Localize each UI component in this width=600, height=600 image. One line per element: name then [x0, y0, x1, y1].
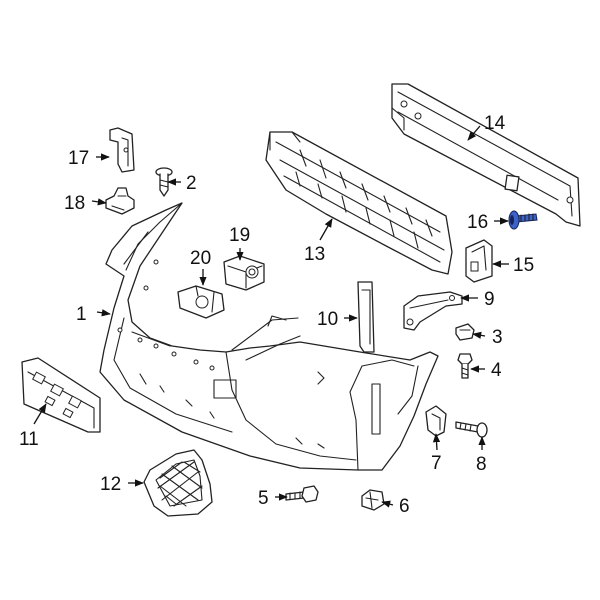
clip-nut-part-6	[361, 489, 385, 511]
upper-bracket-part	[109, 127, 135, 173]
callout-15: 15	[513, 255, 534, 276]
reinforcement-beam-part	[391, 83, 581, 227]
retainer-part-7	[425, 405, 447, 437]
callout-14: 14	[484, 113, 506, 134]
callout-7: 7	[431, 453, 442, 474]
reflector-bar-part	[357, 281, 375, 353]
callout-9: 9	[484, 289, 495, 310]
bumper-cover-part	[99, 202, 439, 471]
callout-3: 3	[492, 327, 503, 348]
license-plate-bracket-part	[21, 357, 101, 433]
bolt-part-5	[285, 485, 319, 503]
callout-17: 17	[68, 148, 89, 169]
screw-part-8	[455, 421, 488, 438]
parking-sensor-part	[223, 255, 265, 291]
callout-13: 13	[304, 244, 325, 265]
small-clip-part	[455, 323, 475, 341]
callout-5: 5	[258, 488, 269, 509]
callout-6: 6	[399, 496, 410, 517]
sensor-bracket-part	[177, 285, 225, 319]
callout-1: 1	[76, 304, 87, 325]
callout-19: 19	[229, 225, 250, 246]
callout-8: 8	[476, 454, 487, 475]
callout-4: 4	[491, 360, 502, 381]
energy-absorber-part	[265, 131, 453, 275]
highlighted-bolt-part	[508, 210, 538, 230]
callout-labels: 1 2 3 4 5 6 7 8 9 10 11 12 13 14 15 16 1…	[19, 113, 534, 517]
callout-11: 11	[19, 429, 39, 450]
bolt-part-4	[457, 353, 473, 379]
callout-20: 20	[190, 248, 211, 269]
callout-16: 16	[467, 212, 488, 233]
callout-12: 12	[100, 474, 121, 495]
retainer-bracket-part	[465, 239, 493, 283]
callout-2: 2	[186, 173, 197, 194]
side-bracket-part	[403, 291, 463, 331]
fog-lamp-grille-part	[143, 449, 213, 517]
callout-10: 10	[317, 309, 338, 330]
clip-part	[105, 187, 135, 215]
callout-18: 18	[64, 193, 85, 214]
leader-lines	[33, 125, 509, 508]
